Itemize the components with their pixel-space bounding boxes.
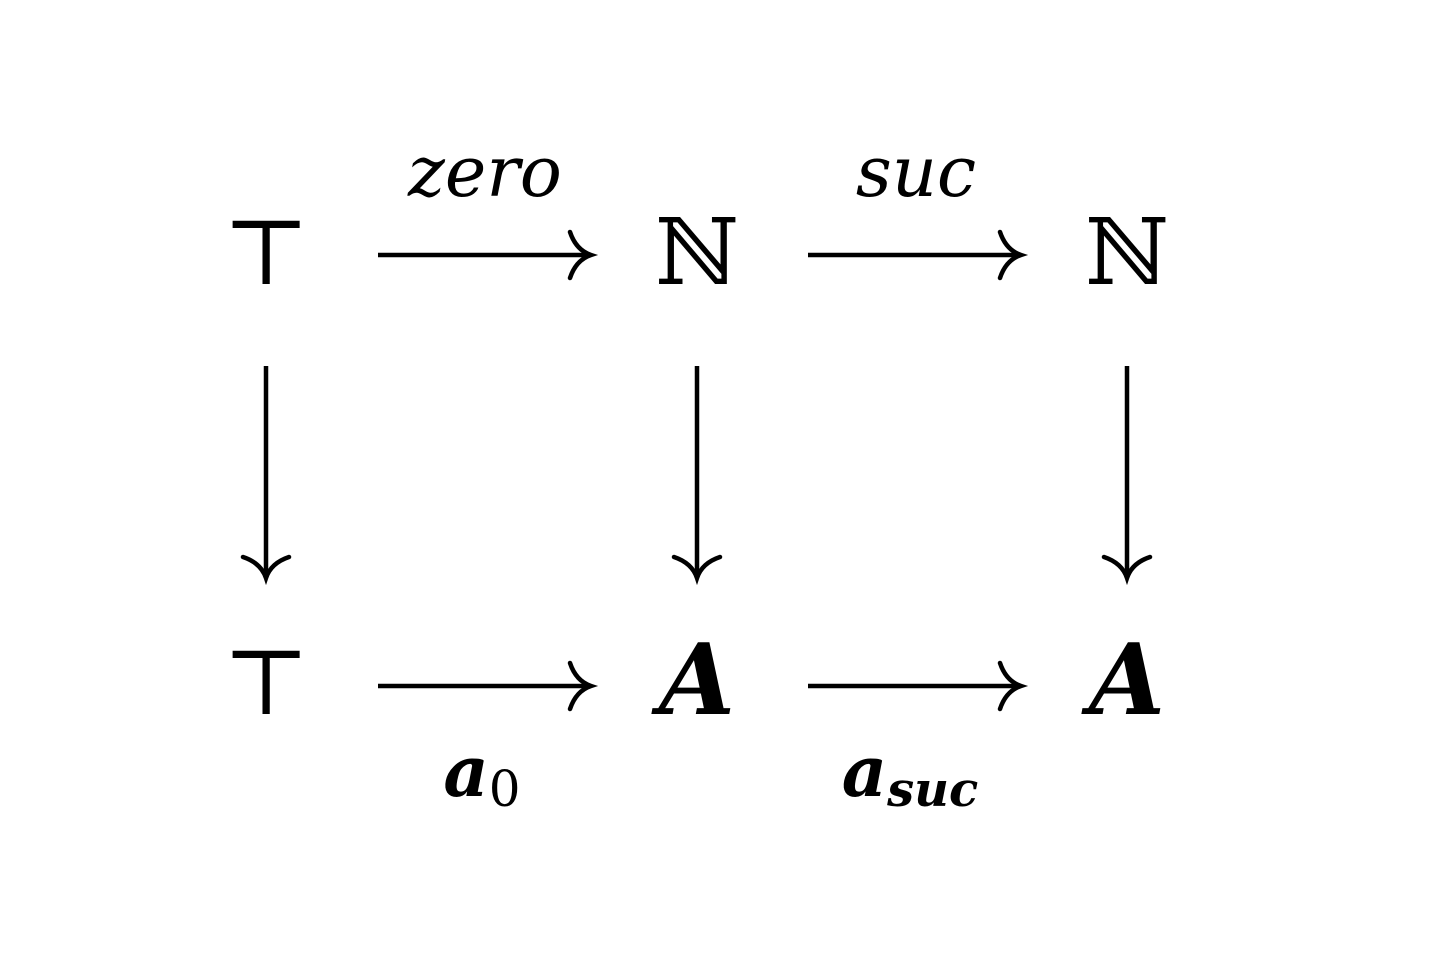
arrow-top-left — [378, 229, 599, 281]
arrow-middle-vertical — [671, 366, 723, 586]
arrow-top-right — [808, 229, 1029, 281]
node-top-right: ℕ — [1085, 199, 1169, 306]
arrow-bottom-left — [378, 660, 599, 712]
label-zero: zero — [407, 131, 562, 213]
label-a0-subscript: 0 — [489, 760, 521, 818]
node-bottom-right: A — [1081, 623, 1165, 738]
arrow-bottom-right — [808, 660, 1029, 712]
label-asuc-subscript: suc — [886, 762, 978, 818]
label-a0-base: a — [443, 730, 488, 813]
node-bottom-left: ⊤ — [223, 629, 310, 736]
arrow-right-vertical — [1101, 366, 1153, 586]
label-suc: suc — [856, 131, 976, 213]
node-bottom-middle: A — [651, 623, 735, 738]
label-a0: a0 — [443, 730, 520, 818]
node-top-left: ⊤ — [223, 199, 310, 306]
label-asuc: asuc — [842, 730, 979, 818]
arrow-left-vertical — [240, 366, 292, 586]
node-top-middle: ℕ — [655, 199, 739, 306]
label-asuc-base: a — [842, 730, 887, 813]
